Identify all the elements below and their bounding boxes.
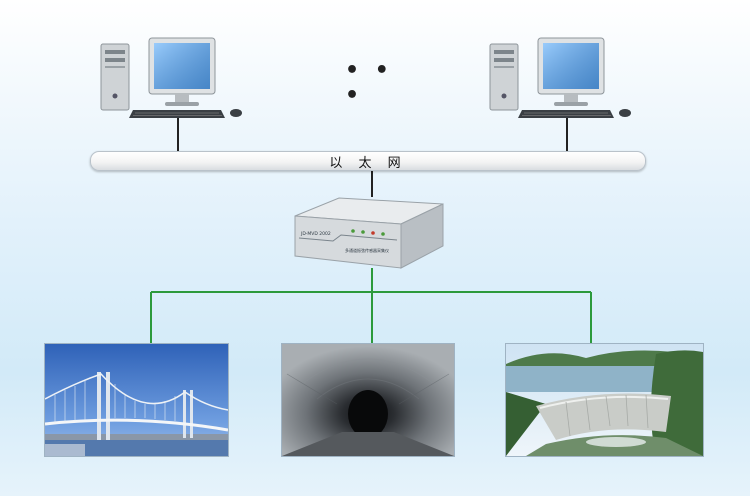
- ethernet-label: 以 太 网: [329, 155, 407, 171]
- tunnel-photo: [281, 343, 455, 457]
- desktop-computer-icon: [489, 37, 631, 118]
- acquisition-unit-icon: JD-MVD 2002 多通道振弦传感器采集仪: [294, 197, 444, 269]
- device-caption-label: 多通道振弦传感器采集仪: [345, 247, 389, 253]
- desktop-computer-icon: [100, 37, 242, 118]
- dam-photo: [505, 343, 704, 457]
- more-workstations-ellipsis: • • •: [345, 58, 393, 108]
- bridge-photo: [44, 343, 229, 457]
- ethernet-bus: 以 太 网: [90, 151, 646, 171]
- device-brand-label: JD-MVD 2002: [300, 231, 331, 237]
